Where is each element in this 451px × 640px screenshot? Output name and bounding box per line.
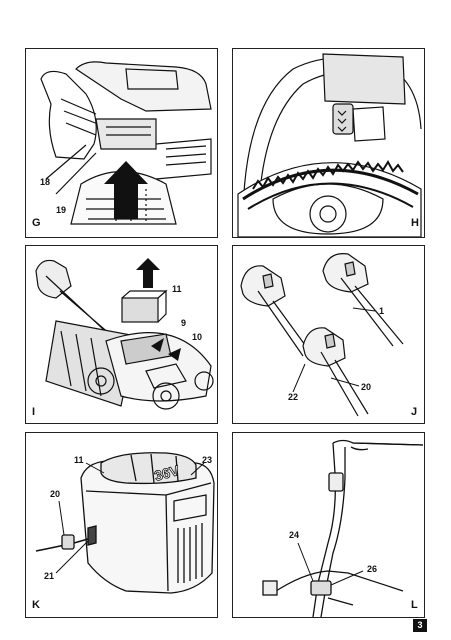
figure-j: 1 22 20 J [232, 245, 425, 424]
figure-j-drawing [240, 253, 404, 417]
figure-label-l: L [411, 599, 418, 611]
figure-label-h: H [411, 217, 419, 229]
figure-label-g: G [32, 217, 41, 229]
page-number: 3 [413, 619, 427, 632]
battery-voltage-text: 36V [153, 462, 182, 484]
callout-19: 19 [56, 205, 67, 215]
callout-1: 1 [379, 306, 385, 316]
callout-26: 26 [367, 564, 378, 574]
callout-21: 21 [44, 571, 55, 581]
callout-11: 11 [172, 284, 182, 294]
callout-23: 23 [202, 455, 213, 465]
callout-20: 20 [361, 382, 372, 392]
figure-g: 18 19 G [25, 48, 218, 238]
figure-k: 36V 11 23 20 21 K [25, 432, 218, 618]
figure-label-k: K [32, 599, 40, 611]
figure-label-j: J [411, 406, 418, 418]
figure-k-drawing: 36V [35, 452, 215, 594]
figure-l-drawing [262, 439, 424, 617]
callout-22: 22 [288, 392, 299, 402]
figure-label-i: I [32, 406, 36, 418]
figure-g-drawing [40, 61, 212, 225]
callout-20: 20 [50, 489, 61, 499]
callout-11: 11 [74, 455, 84, 465]
callout-9: 9 [181, 318, 187, 328]
figure-i: 11 9 10 I [25, 245, 218, 424]
callout-10: 10 [192, 332, 203, 342]
figure-h-drawing [237, 53, 422, 237]
callout-18: 18 [40, 177, 51, 187]
figure-l: 24 26 L [232, 432, 425, 618]
callout-24: 24 [289, 530, 300, 540]
figure-h: H [232, 48, 425, 238]
figure-i-drawing [35, 258, 214, 410]
